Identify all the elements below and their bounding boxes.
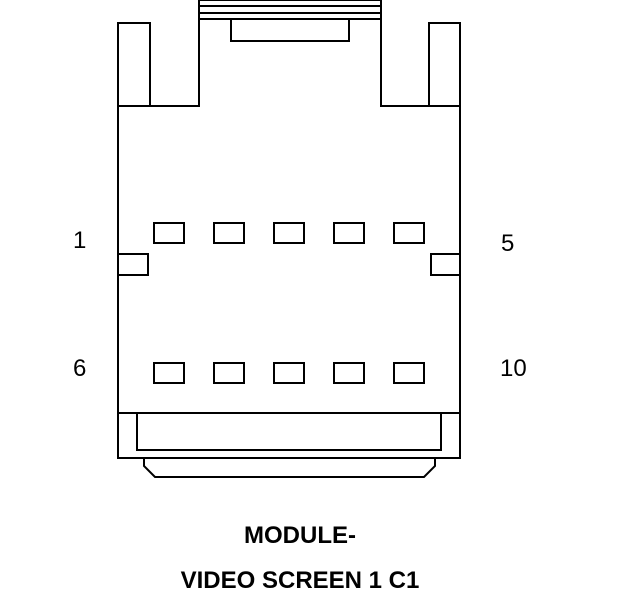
pin-cavity-8 [273,362,305,384]
pin-cavities [153,222,425,384]
pin-cavity-3 [273,222,305,244]
pin-cavity-7 [213,362,245,384]
pin-cavity-10 [393,362,425,384]
connector-housing [117,18,461,414]
connector-latch [198,0,382,20]
connector-base-inner [136,412,442,451]
pin-cavity-2 [213,222,245,244]
pin-cavity-5 [393,222,425,244]
pin-label-10: 10 [500,355,527,382]
connector-name-line2: VIDEO SCREEN 1 C1 [180,567,420,594]
pin-label-5: 5 [501,230,515,257]
pin-label-1: 1 [73,227,87,254]
pin-cavity-1 [153,222,185,244]
latch-tab [230,18,350,42]
side-key-left [117,253,149,276]
connector-base [117,412,461,459]
pin-cavity-4 [333,222,365,244]
connector-name-line1: MODULE- [244,522,356,549]
pin-cavity-9 [333,362,365,384]
pin-cavity-6 [153,362,185,384]
connector-lip [143,458,436,478]
pin-label-6: 6 [73,355,87,382]
side-key-right [430,253,461,276]
